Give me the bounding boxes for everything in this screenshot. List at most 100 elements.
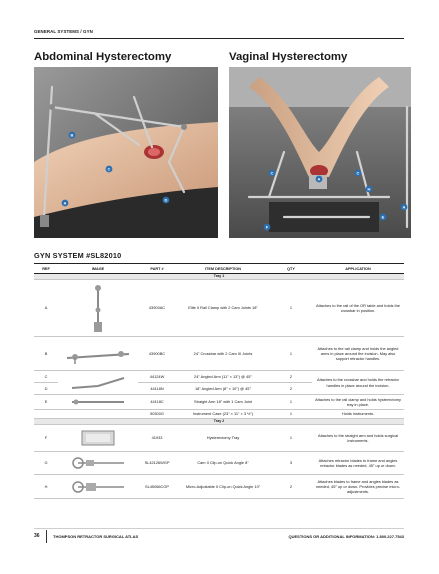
row-qty: 1 xyxy=(270,424,312,452)
header-part: PART # xyxy=(138,266,176,274)
row-part: 44124W xyxy=(138,370,176,383)
row-ref: G xyxy=(34,451,58,475)
table-row: C 44124W 24" Angled Arm (11" × 13") @ 45… xyxy=(34,370,404,395)
abdominal-title: Abdominal Hysterectomy xyxy=(34,51,172,63)
row-qty: 2 xyxy=(270,474,312,499)
abdominal-photo: B C D A xyxy=(34,67,218,238)
row-application: Attaches to the rail of the OR table and… xyxy=(312,279,404,337)
row-image xyxy=(58,424,138,452)
row-ref: A xyxy=(34,279,58,337)
callout-a-right: A xyxy=(403,204,406,209)
row-ref: C xyxy=(34,370,58,383)
parts-table: REF IMAGE PART # ITEM DESCRIPTION QTY AP… xyxy=(34,266,404,499)
system-title: GYN SYSTEM #SL82010 xyxy=(34,251,122,260)
row-image xyxy=(58,336,138,371)
row-description: Straight Arm 18" with 1 Cam Joint xyxy=(176,394,270,410)
row-image xyxy=(58,394,138,410)
straight-arm-icon xyxy=(72,399,124,405)
atlas-title: THOMPSON RETRACTOR SURGICAL ATLAS xyxy=(53,534,139,539)
table-row: F 41933 Hysterectomy Tray 1 Attaches to … xyxy=(34,424,404,452)
row-description: Micro-Adjustable II Clip-on Quick Angle … xyxy=(176,474,270,499)
row-description: 24" Crossbar with 2 Cam III Joints xyxy=(176,336,270,371)
callout-f: F xyxy=(266,224,269,229)
row-description: Cam II Clip-on Quick Angle 8" xyxy=(176,451,270,475)
callout-b: B xyxy=(71,132,74,137)
row-qty: 1 xyxy=(270,409,312,419)
row-qty: 2 xyxy=(270,370,312,383)
angled-arm-icon xyxy=(71,376,125,389)
row-image xyxy=(58,474,138,499)
row-qty: 1 xyxy=(270,279,312,337)
table-row: D 44118N 18" Angled Arm (8" × 10") @ 45°… xyxy=(34,382,404,395)
callout-h: H xyxy=(368,186,371,191)
vaginal-photo: C C A H E F A xyxy=(229,67,411,238)
row-part: SL45066CGP xyxy=(138,474,176,499)
breadcrumb: GENERAL SYSTEMS / GYN xyxy=(34,29,93,34)
row-application: Attaches to the rail clamp and holds hys… xyxy=(312,394,404,410)
row-application: Attaches retractor blades to frame and a… xyxy=(312,451,404,475)
row-application: Attaches to the crossbar and holds the r… xyxy=(312,370,404,395)
row-ref: B xyxy=(34,336,58,371)
footer-divider xyxy=(46,530,47,543)
row-image xyxy=(58,409,138,419)
row-application: Holds instruments. xyxy=(312,409,404,419)
row-qty: 1 xyxy=(270,394,312,410)
row-part: 43900BC xyxy=(138,336,176,371)
tray-1-row: Tray 1 xyxy=(34,273,404,280)
row-application: Attaches blades to frame and angles blad… xyxy=(312,474,404,499)
row-part: 50300G xyxy=(138,409,176,419)
footer-rule xyxy=(34,528,404,529)
row-qty: 1 xyxy=(270,336,312,371)
tray-2-label: Tray 2 xyxy=(34,418,404,425)
row-part: 43903AC xyxy=(138,279,176,337)
callout-a: A xyxy=(64,200,67,205)
row-application: Attaches to the straight arm and holds s… xyxy=(312,424,404,452)
table-row: A 43903AC Elite II Rail Clamp with 2 Cam… xyxy=(34,279,404,337)
row-description: 24" Angled Arm (11" × 13") @ 45° xyxy=(176,370,270,383)
header-ref: REF xyxy=(34,266,58,274)
row-ref: E xyxy=(34,394,58,410)
header-rule xyxy=(34,38,404,39)
row-ref xyxy=(34,409,58,419)
row-image xyxy=(58,370,138,395)
row-ref: D xyxy=(34,382,58,395)
row-qty: 3 xyxy=(270,451,312,475)
table-row: G SL42126WGP Cam II Clip-on Quick Angle … xyxy=(34,451,404,475)
callout-c: C xyxy=(108,166,111,171)
row-part: 44118N xyxy=(138,382,176,395)
table-row: 50300G Instrument Case (23" × 11" × 3 ½"… xyxy=(34,409,404,419)
row-description: Instrument Case (23" × 11" × 3 ½") xyxy=(176,409,270,419)
row-part: 44118C xyxy=(138,394,176,410)
row-description: Elite II Rail Clamp with 2 Cam Joints 18… xyxy=(176,279,270,337)
page-number: 36 xyxy=(34,533,40,539)
row-description: Hysterectomy Tray xyxy=(176,424,270,452)
contact-info: QUESTIONS OR ADDITIONAL INFORMATION: 1.8… xyxy=(288,534,404,539)
row-ref: H xyxy=(34,474,58,499)
row-ref: F xyxy=(34,424,58,452)
callout-a-center: A xyxy=(318,176,321,181)
row-image xyxy=(58,279,138,337)
tray-1-label: Tray 1 xyxy=(34,273,404,280)
table-row: B 43900BC 24" Crossbar with 2 Cam III Jo… xyxy=(34,336,404,371)
system-rule xyxy=(34,263,404,264)
header-description: ITEM DESCRIPTION xyxy=(176,266,270,274)
callout-e: E xyxy=(382,214,385,219)
row-description: 18" Angled Arm (8" × 10") @ 45° xyxy=(176,382,270,395)
table-row: H SL45066CGP Micro-Adjustable II Clip-on… xyxy=(34,474,404,499)
callout-c-left: C xyxy=(271,170,274,175)
table-header-row: REF IMAGE PART # ITEM DESCRIPTION QTY AP… xyxy=(34,266,404,274)
vaginal-title: Vaginal Hysterectomy xyxy=(229,51,348,63)
header-image: IMAGE xyxy=(58,266,138,274)
row-application: Attaches to the rail clamp and holds the… xyxy=(312,336,404,371)
crossbar-icon xyxy=(66,350,130,364)
header-application: APPLICATION xyxy=(312,266,404,274)
row-part: 41933 xyxy=(138,424,176,452)
row-part: SL42126WGP xyxy=(138,451,176,475)
callout-d: D xyxy=(165,197,168,202)
rail-clamp-icon xyxy=(94,285,102,332)
row-qty: 2 xyxy=(270,382,312,395)
micro-adjustable-icon xyxy=(72,480,124,493)
header-qty: QTY xyxy=(270,266,312,274)
table-row: E 44118C Straight Arm 18" with 1 Cam Joi… xyxy=(34,394,404,410)
callout-c-right: C xyxy=(357,170,360,175)
